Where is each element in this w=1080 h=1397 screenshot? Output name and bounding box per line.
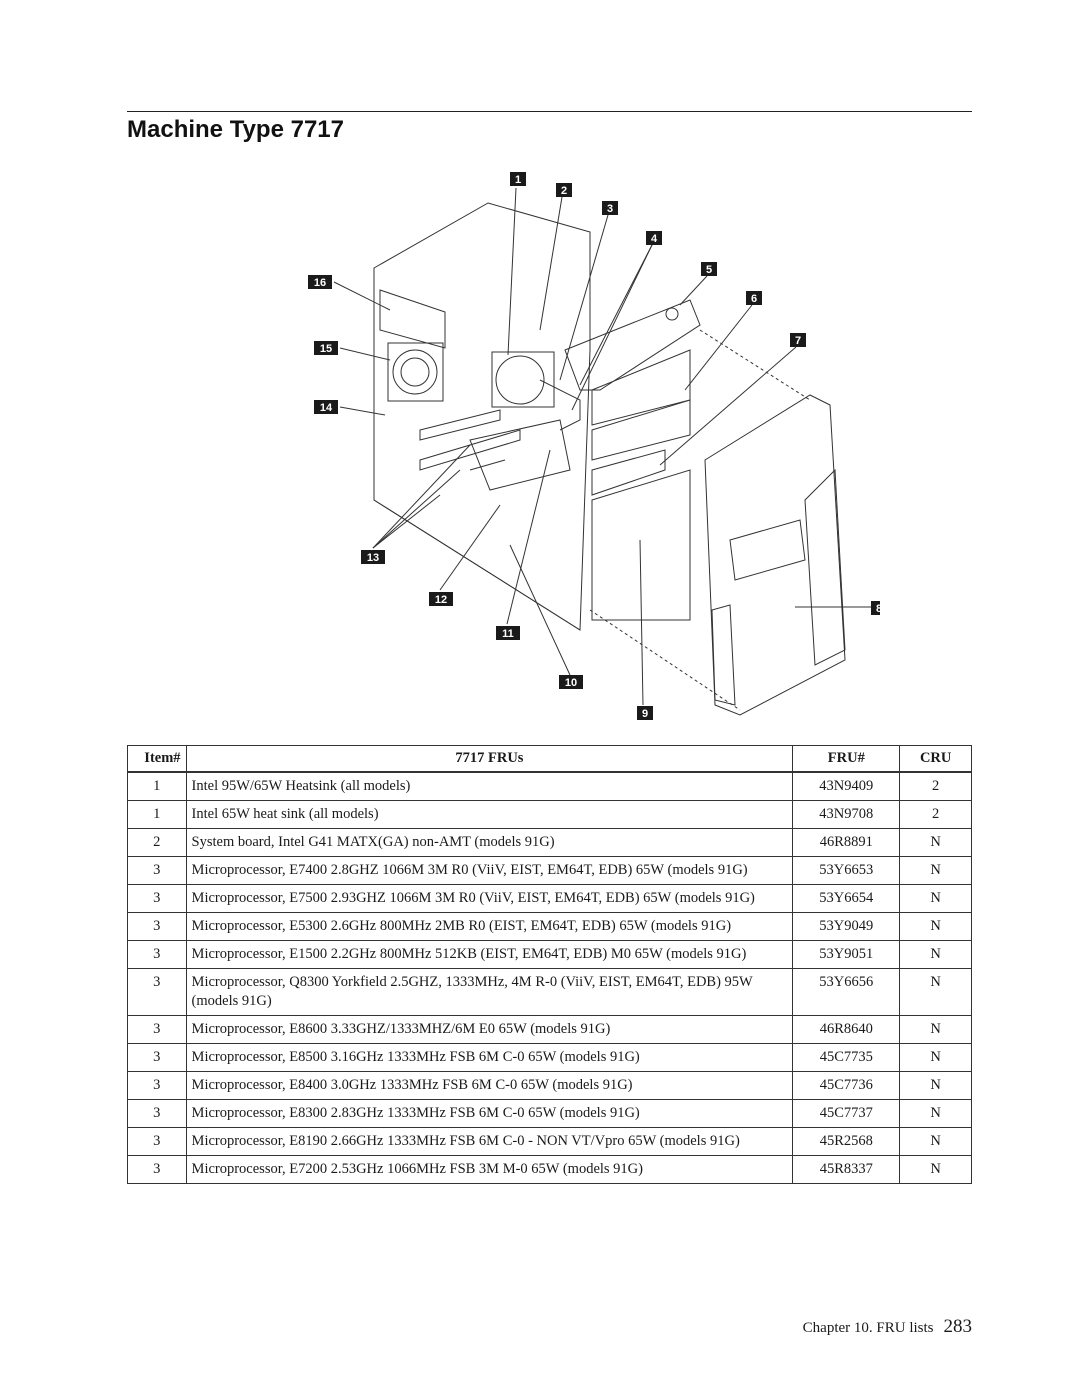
callout-5: 5 <box>701 262 717 276</box>
callout-7: 7 <box>790 333 806 347</box>
svg-text:3: 3 <box>607 203 613 215</box>
callout-14: 14 <box>314 400 338 414</box>
callout-2: 2 <box>556 183 572 197</box>
svg-text:6: 6 <box>751 293 757 305</box>
svg-text:1: 1 <box>515 174 521 186</box>
header-item: Item# <box>127 745 187 773</box>
svg-text:14: 14 <box>320 402 333 414</box>
svg-text:12: 12 <box>435 594 447 606</box>
footer-chapter: Chapter 10. FRU lists <box>802 1320 934 1336</box>
callout-3: 3 <box>602 201 618 215</box>
svg-text:5: 5 <box>706 264 712 276</box>
svg-text:8: 8 <box>876 603 880 615</box>
svg-text:16: 16 <box>314 277 326 289</box>
svg-text:11: 11 <box>502 628 514 640</box>
callout-16: 16 <box>308 275 332 289</box>
header-rule <box>127 111 972 112</box>
svg-text:2: 2 <box>561 185 567 197</box>
svg-text:10: 10 <box>565 677 577 689</box>
page-number: 283 <box>943 1316 973 1337</box>
callout-12: 12 <box>429 592 453 606</box>
header-desc: 7717 FRUs <box>185 745 794 773</box>
page-footer: Chapter 10. FRU lists 283 <box>803 1316 972 1338</box>
callout-13: 13 <box>361 550 385 564</box>
callout-11: 11 <box>496 626 520 640</box>
page-title: Machine Type 7717 <box>127 116 344 143</box>
callout-4: 4 <box>646 231 662 245</box>
svg-text:7: 7 <box>795 335 801 347</box>
callout-10: 10 <box>559 675 583 689</box>
callout-1: 1 <box>510 172 526 186</box>
svg-text:9: 9 <box>642 708 648 720</box>
table-header-row: Item# 7717 FRUs FRU# CRU <box>127 745 972 773</box>
callout-8: 8 <box>871 601 880 615</box>
header-fru: FRU# <box>792 745 901 773</box>
svg-text:15: 15 <box>320 343 332 355</box>
svg-text:13: 13 <box>367 552 379 564</box>
svg-text:4: 4 <box>651 233 658 245</box>
header-cru: CRU <box>899 745 972 773</box>
callout-15: 15 <box>314 341 338 355</box>
front-bezel-outline <box>704 394 846 716</box>
callout-9: 9 <box>637 706 653 720</box>
exploded-view-diagram: 1 2 3 4 5 6 7 8 9 10 11 12 13 14 15 16 <box>308 172 880 720</box>
chassis-outline <box>373 202 591 631</box>
callout-6: 6 <box>746 291 762 305</box>
